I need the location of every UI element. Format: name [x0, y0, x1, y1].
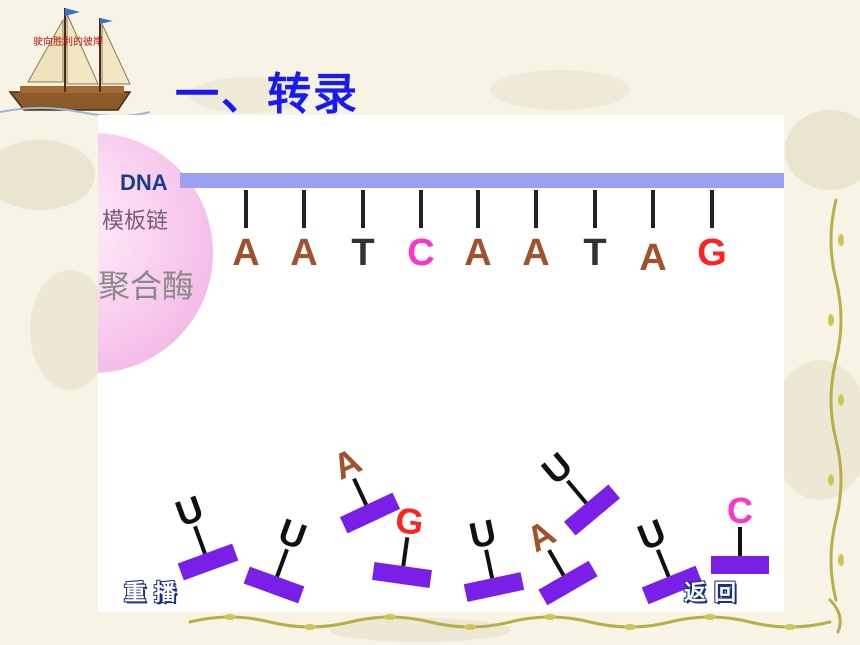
template-base: A — [639, 237, 666, 279]
nucleotide-bar — [538, 560, 598, 606]
nucleotide-stem — [352, 477, 369, 506]
template-base: G — [697, 232, 727, 274]
nucleotide-bar — [177, 543, 239, 581]
dna-backbone — [180, 173, 784, 188]
nucleotide-bar — [641, 565, 703, 605]
nucleotide-base: U — [632, 511, 671, 559]
nucleotide-base: A — [327, 440, 368, 488]
nucleotide-stem — [484, 549, 495, 579]
template-base: A — [522, 232, 549, 274]
free-nucleotide: C — [711, 490, 769, 574]
template-base: T — [351, 232, 374, 274]
nucleotide-stem — [401, 537, 410, 567]
back-button[interactable]: 返回 — [684, 581, 745, 606]
nucleotide-stem — [275, 548, 289, 578]
template-base: A — [290, 232, 317, 274]
free-nucleotide: U — [170, 487, 239, 581]
free-nucleotide: A — [327, 440, 401, 534]
dna-label: DNA — [120, 170, 168, 195]
nucleotide-base: U — [170, 487, 208, 534]
ship-icon — [0, 8, 150, 117]
free-nucleotide: U — [463, 511, 525, 602]
nucleotide-bar — [563, 484, 621, 536]
template-strand-label: 模板链 — [102, 209, 169, 234]
ship-caption: 驶向胜利的彼岸 — [33, 37, 103, 48]
nucleotide-bar — [243, 566, 305, 604]
nucleotide-stem — [655, 549, 671, 578]
nucleotide-base: U — [466, 511, 500, 557]
free-nucleotide: U — [243, 510, 312, 604]
nucleotide-base: U — [273, 510, 311, 557]
nucleotide-base: C — [727, 490, 753, 531]
template-base: A — [464, 232, 491, 274]
nucleotide-stem — [193, 525, 207, 555]
template-base: T — [583, 232, 606, 274]
nucleotide-stem — [547, 549, 566, 577]
nucleotide-base: A — [519, 512, 562, 561]
nucleotide-bar — [339, 492, 401, 534]
enzyme-label: 聚合酶 — [98, 267, 195, 305]
nucleotide-bar — [463, 572, 525, 602]
nucleotide-bar — [372, 562, 432, 588]
nucleotide-bar — [711, 556, 769, 574]
free-nucleotide: G — [372, 499, 432, 588]
replay-button[interactable]: 重播 — [124, 581, 185, 606]
nucleotide-stem — [566, 479, 588, 505]
slide-title: 一、转录 — [175, 69, 359, 120]
nucleotide-base: G — [393, 499, 426, 544]
template-base: C — [407, 232, 434, 274]
template-base: A — [232, 232, 259, 274]
